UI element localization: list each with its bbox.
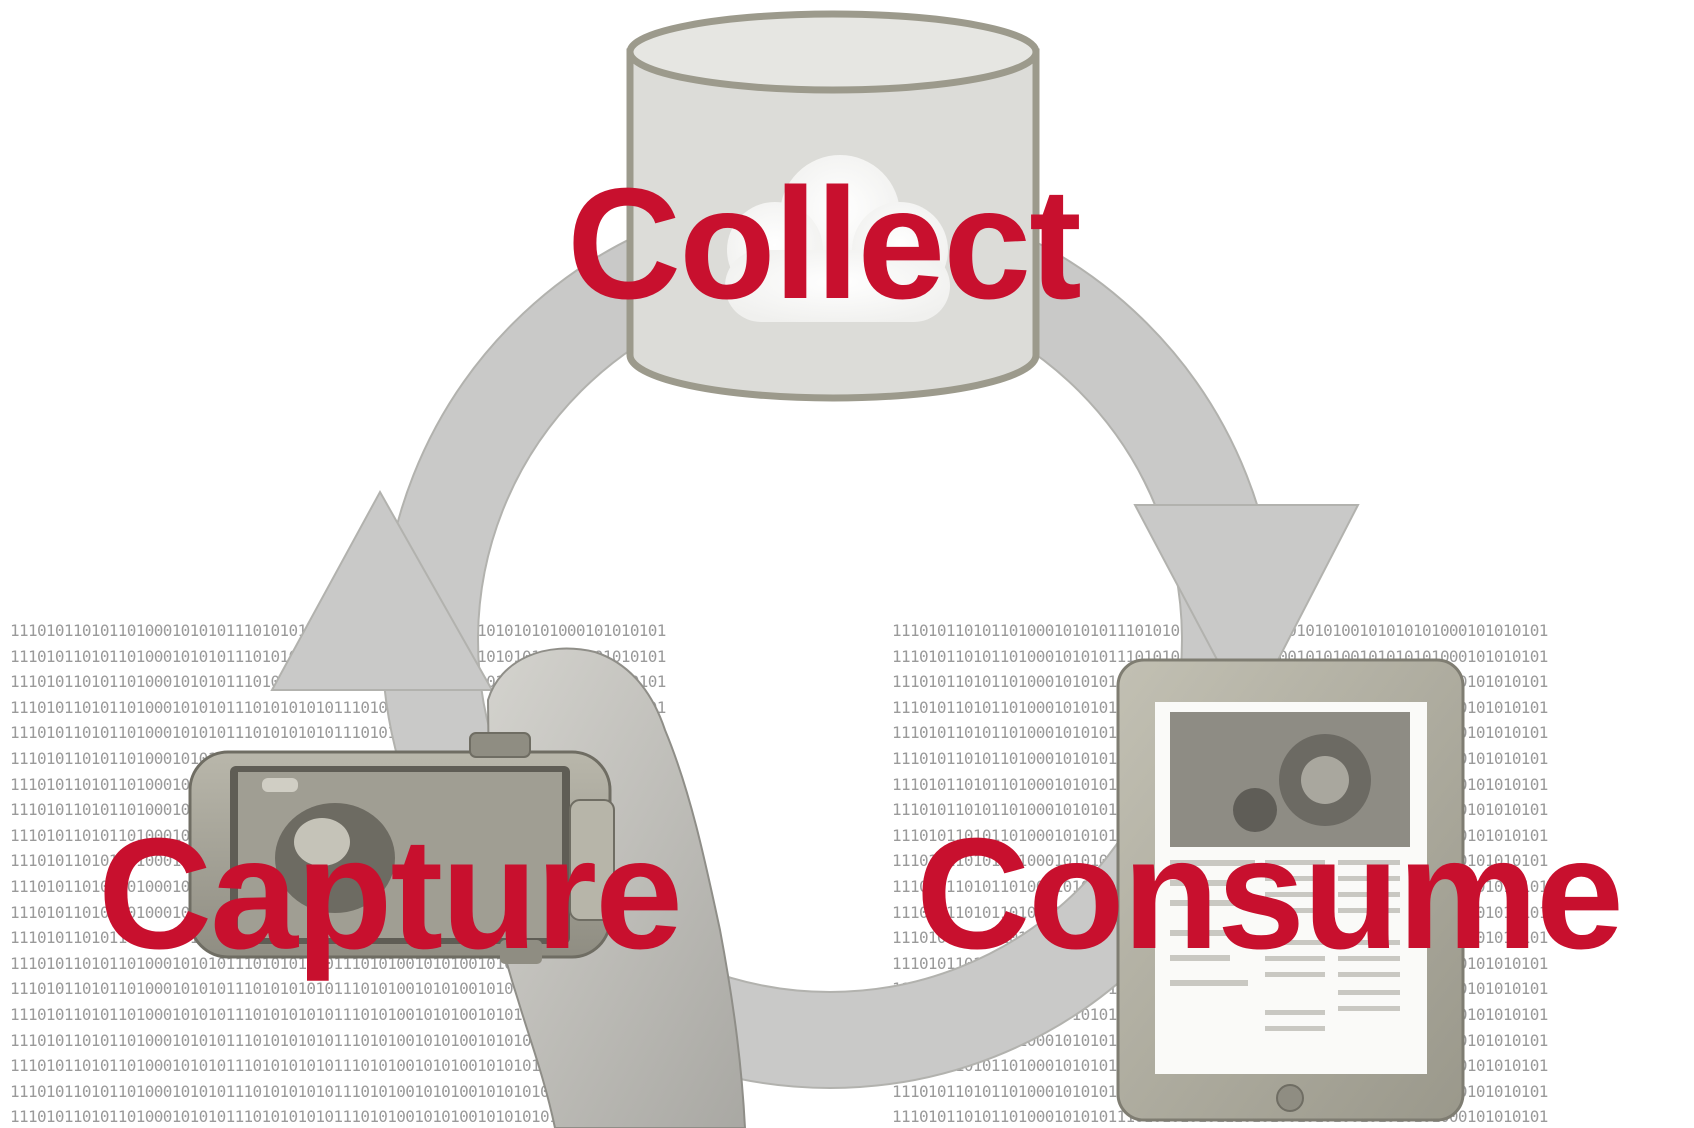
binary-row: 1110101101011010001010101110101010101110… xyxy=(10,1107,666,1127)
arrowhead-up-icon xyxy=(270,489,494,691)
label-collect: Collect xyxy=(567,156,1082,332)
cloud-database-icon xyxy=(626,10,1040,402)
binary-row: 1110101101011010001010101110101010101110… xyxy=(10,1004,666,1024)
label-consume: Consume xyxy=(916,806,1624,982)
binary-row: 1110101101011010001010101110101010101110… xyxy=(10,1056,666,1076)
binary-row: 1110101101011010001010101110101010101110… xyxy=(10,1081,666,1101)
binary-row: 1110101101011010001010101110101010101110… xyxy=(10,1030,666,1050)
label-capture: Capture xyxy=(98,806,683,982)
cloud-icon xyxy=(725,155,950,322)
tablet-icon xyxy=(1116,658,1465,1122)
binary-row: 1110101101011010001010101110101010101110… xyxy=(10,979,666,999)
smartphone-camera-icon xyxy=(188,732,615,964)
arrowhead-down-icon xyxy=(1133,504,1360,721)
